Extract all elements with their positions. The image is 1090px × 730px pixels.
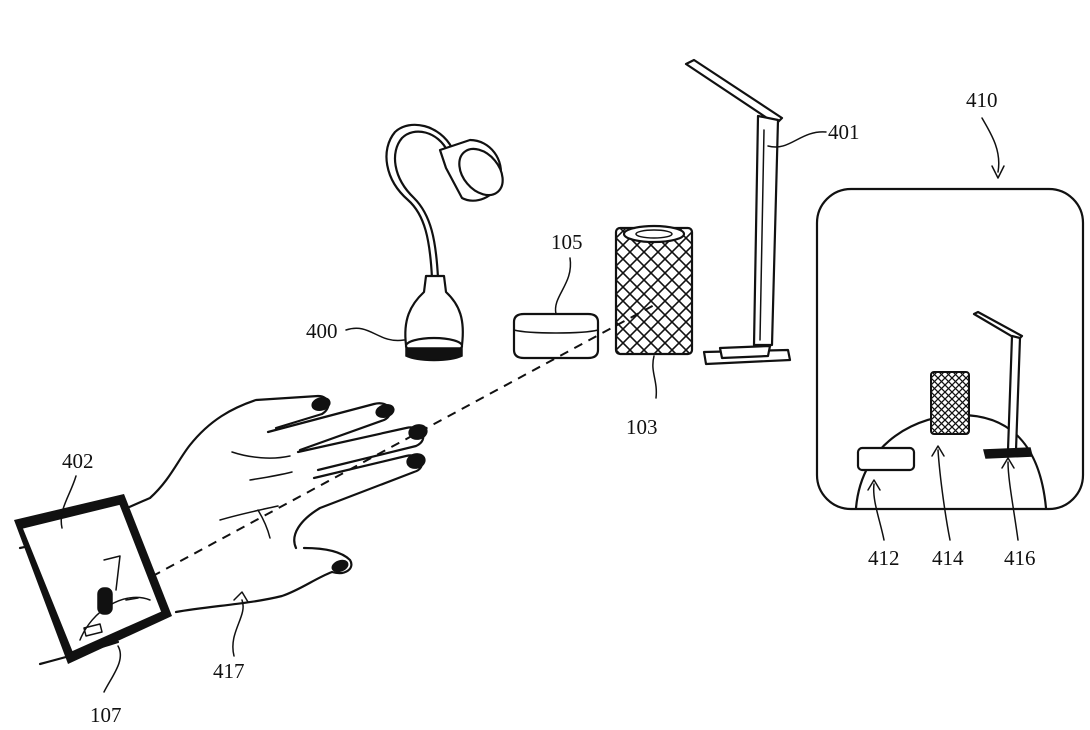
label-105: 105 [551,230,583,254]
wrist-device [14,494,172,664]
label-416: 416 [1004,546,1036,570]
inset-panel [815,187,1085,511]
label-412: 412 [868,546,900,570]
label-107: 107 [90,703,122,727]
label-103: 103 [626,415,658,439]
label-410: 410 [966,88,998,112]
label-401: 401 [828,120,860,144]
label-402: 402 [62,449,94,473]
hand [18,394,428,666]
smart-speaker [614,224,694,356]
leader-lines [60,117,1019,693]
label-414: 414 [932,546,964,570]
desk-lamp [684,58,792,366]
label-417: 417 [213,659,245,683]
pointing-ray [137,303,657,585]
hub-device [512,312,600,360]
gooseneck-lamp [385,123,504,362]
label-400: 400 [306,319,338,343]
